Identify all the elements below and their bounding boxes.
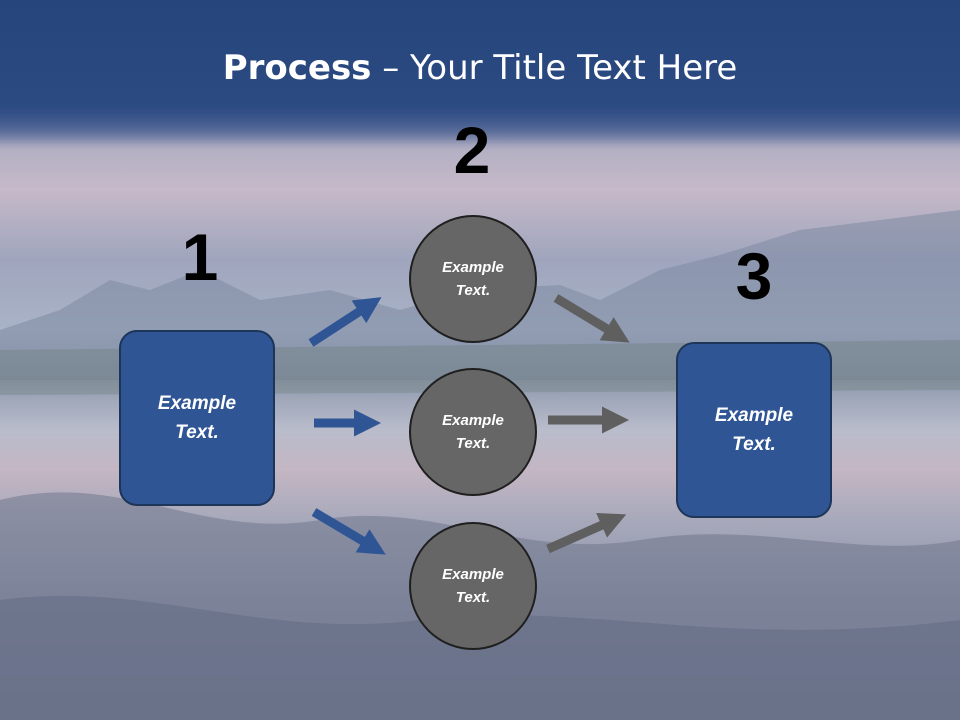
title-band [0, 0, 960, 145]
arrow-left-to-top [308, 297, 382, 347]
arrow-top-to-right [553, 294, 630, 343]
process-circle-bottom: Example Text. [409, 522, 537, 650]
circle-top-line1: Example [442, 259, 504, 276]
circle-top-line2: Text. [455, 282, 491, 299]
title-rest: – Your Title Text Here [371, 48, 738, 88]
right-process-box: Example Text. [676, 342, 832, 518]
process-circle-top: Example Text. [409, 215, 537, 343]
arrow-left-to-bottom [311, 508, 386, 555]
circle-bottom-line2: Text. [455, 589, 491, 606]
circle-middle-line2: Text. [455, 435, 491, 452]
right-box-line2: Text. [732, 434, 776, 455]
circle-middle-line1: Example [442, 412, 504, 429]
process-circle-middle: Example Text. [409, 368, 537, 496]
title-bold: Process [222, 48, 372, 88]
step-number-2: 2 [453, 113, 491, 187]
left-process-box: Example Text. [119, 330, 275, 506]
slide-title: Process – Your Title Text Here [0, 48, 960, 88]
circle-bottom-line1: Example [442, 566, 504, 583]
step-number-3: 3 [735, 239, 773, 313]
right-box-line1: Example [714, 405, 794, 426]
step-number-1: 1 [181, 220, 219, 294]
arrow-bottom-to-right [546, 512, 627, 554]
left-box-line1: Example [157, 393, 237, 414]
left-box-line2: Text. [175, 422, 219, 443]
